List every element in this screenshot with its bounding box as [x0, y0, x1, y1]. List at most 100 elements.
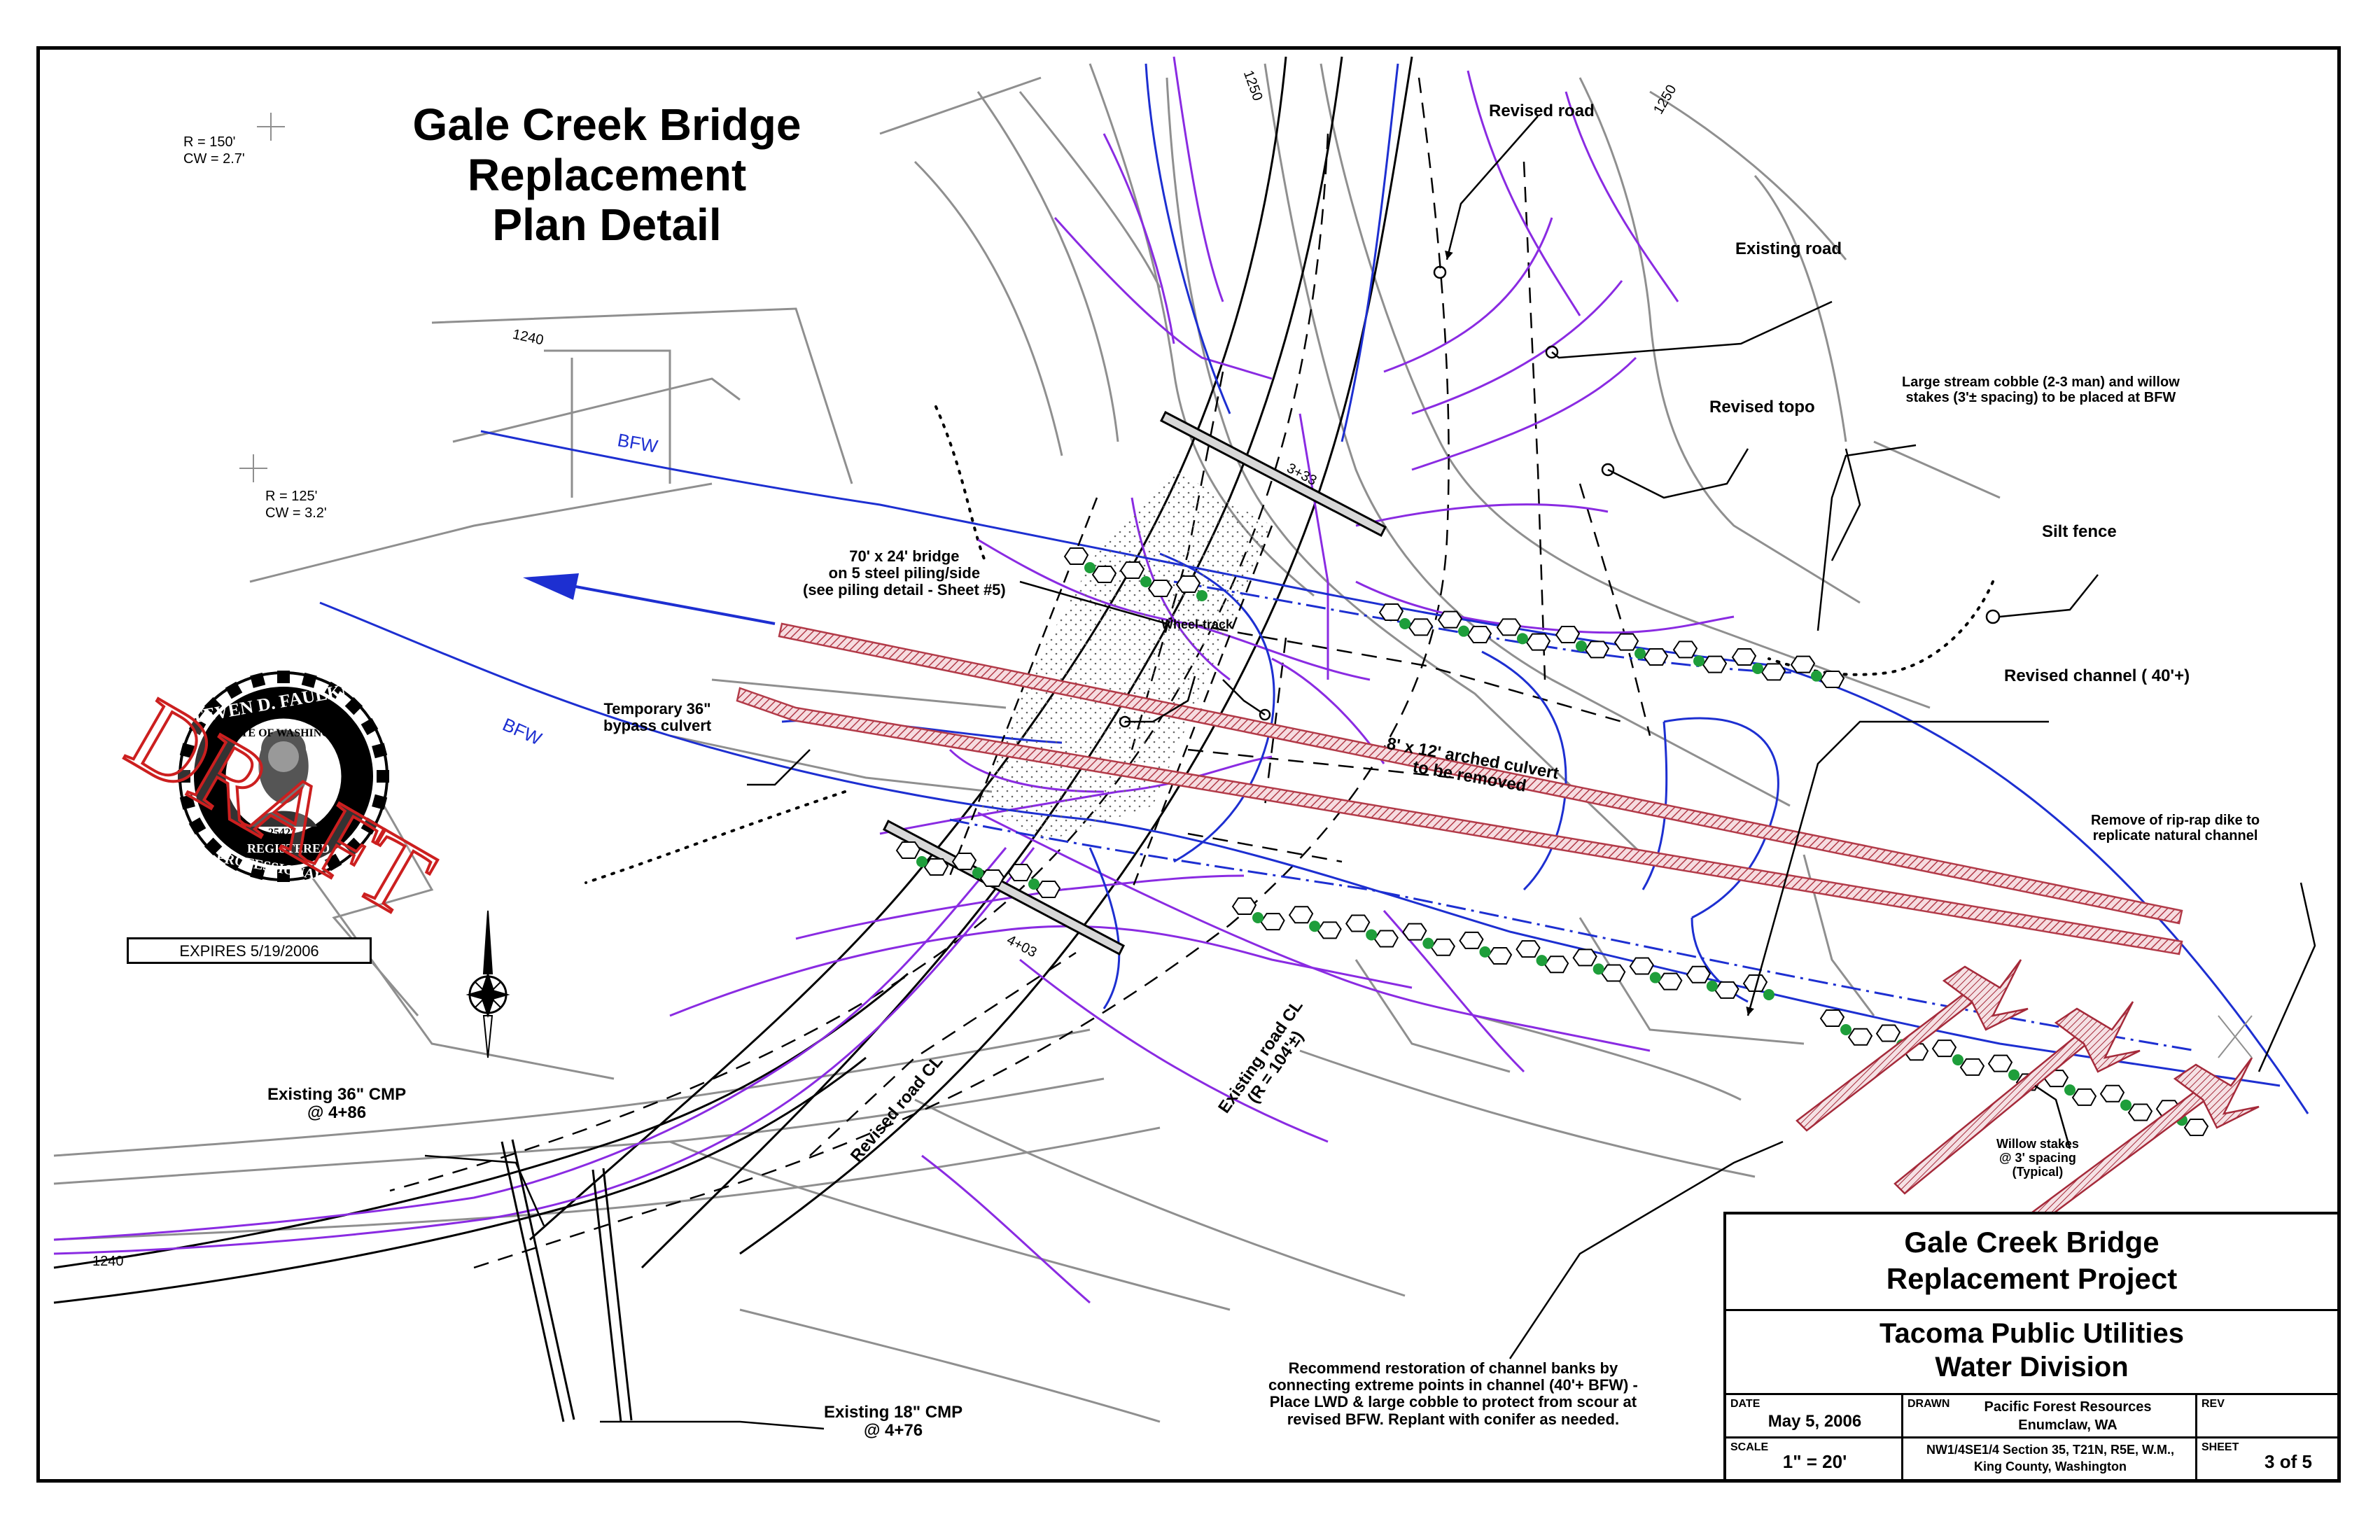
vegetation-dot	[1252, 912, 1264, 923]
cmp-36-note: Existing 36" CMP @ 4+86	[267, 1085, 407, 1123]
date-label: DATE	[1730, 1398, 1760, 1410]
revised-road-label: Revised road	[1489, 102, 1595, 120]
cobble-stone	[1987, 1054, 2013, 1072]
vegetation-dot	[1840, 1024, 1851, 1035]
client-line-2: Water Division	[1935, 1352, 2129, 1382]
riprap-note: Remove of rip-rap dike to replicate natu…	[2091, 813, 2260, 844]
bridge-note-line-1: 70' x 24' bridge	[849, 547, 960, 565]
cobble-stone	[1819, 1009, 1845, 1027]
cobble-stone	[1875, 1024, 1901, 1042]
scale-label: SCALE	[1730, 1441, 1769, 1453]
leader-lines	[424, 115, 2316, 1430]
vegetation-dot	[1140, 576, 1152, 587]
project-name-line-1: Gale Creek Bridge	[1904, 1226, 2160, 1259]
vegetation-dot	[2120, 1099, 2132, 1111]
location-cell: NW1/4SE1/4 Section 35, T21N, R5E, W.M., …	[1903, 1438, 2197, 1479]
vegetation-dot	[2064, 1084, 2076, 1096]
curve-data-lower: R = 125' CW = 3.2'	[265, 488, 327, 522]
restoration-line-4: revised BFW. Replant with conifer as nee…	[1287, 1410, 1620, 1428]
cobble-stone	[1572, 948, 1597, 967]
vegetation-dot	[1752, 663, 1763, 674]
seal-tooth	[372, 794, 388, 810]
restoration-line-1: Recommend restoration of channel banks b…	[1288, 1359, 1618, 1377]
cobble-stone	[1430, 938, 1456, 956]
vegetation-dot	[1309, 920, 1321, 932]
contour-label-1240-lower: 1240	[92, 1254, 124, 1269]
seal-tooth	[324, 853, 342, 872]
title-line-2: Plan Detail	[492, 200, 722, 251]
client-line-1: Tacoma Public Utilities	[1879, 1318, 2184, 1349]
riprap-note-line-2: replicate natural channel	[2092, 828, 2258, 844]
willow-line-1: Willow stakes	[1996, 1137, 2079, 1151]
cobble-stone	[2183, 1119, 2209, 1136]
seal-tooth	[188, 718, 206, 736]
silt-fence-label: Silt fence	[2042, 522, 2117, 541]
cmp-18-line-2: @ 4+76	[863, 1421, 923, 1441]
cobble-stone	[2099, 1084, 2125, 1102]
sheet-cell: SHEET 3 of 5	[2197, 1438, 2337, 1479]
vegetation-dot	[1517, 633, 1528, 645]
date-value: May 5, 2006	[1768, 1412, 1862, 1431]
cobble-stone	[1175, 575, 1201, 593]
cobble-stone	[1672, 640, 1698, 659]
vegetation-dot	[2008, 1069, 2019, 1081]
cobble-stone	[979, 869, 1005, 887]
cobble-stone	[1260, 913, 1285, 931]
seal-tooth	[324, 681, 342, 699]
bridge-note-line-2: on 5 steel piling/side	[828, 564, 981, 582]
cobble-stone	[1544, 955, 1569, 974]
title-block-project: Gale Creek Bridge Replacement Project	[1726, 1214, 2337, 1311]
willow-line-3: (Typical)	[2012, 1164, 2064, 1179]
cobble-stone	[1007, 864, 1033, 881]
seal-tooth	[188, 817, 206, 835]
vegetation-dot	[1399, 618, 1410, 629]
restoration-line-3: Place LWD & large cobble to protect from…	[1269, 1393, 1637, 1411]
wheel-track-label: Wheel-track	[1161, 617, 1233, 631]
drawn-label: DRAWN	[1907, 1398, 1950, 1410]
cobble-stone	[1119, 561, 1145, 579]
cmp-36-line-1: Existing 36" CMP	[267, 1085, 407, 1104]
cobble-stone	[1742, 974, 1768, 992]
cobble-stone	[1847, 1028, 1873, 1046]
cmp-18-note: Existing 18" CMP @ 4+76	[824, 1403, 963, 1441]
radius-lower: R = 125'	[265, 489, 318, 504]
vegetation-dot	[1693, 655, 1704, 667]
vegetation-dot	[972, 867, 983, 878]
curve-data-upper: R = 150' CW = 2.7'	[183, 134, 245, 167]
bridge-note: 70' x 24' bridge on 5 steel piling/side …	[803, 547, 1006, 599]
drawing-title: Gale Creek Bridge Replacement Plan Detai…	[320, 99, 894, 251]
scale-value: 1" = 20'	[1782, 1451, 1847, 1472]
seal-tooth	[179, 794, 195, 810]
cobble-stone	[1731, 648, 1757, 666]
vegetation-dot	[1634, 648, 1646, 659]
cobble-stone	[2127, 1103, 2153, 1121]
cobble-stone	[1373, 930, 1399, 948]
title-block: Gale Creek Bridge Replacement Project Ta…	[1723, 1212, 2337, 1479]
riprap-note-line-1: Remove of rip-rap dike to	[2091, 813, 2260, 828]
seal-tooth	[360, 817, 379, 835]
vegetation-dot	[1028, 878, 1040, 890]
cobble-stone	[1702, 655, 1728, 673]
cmp-36-line-2: @ 4+86	[307, 1103, 367, 1123]
vegetation-dot	[1952, 1054, 1963, 1066]
cobble-stone	[1437, 610, 1463, 629]
title-block-client: Tacoma Public Utilities Water Division	[1726, 1311, 2337, 1395]
cobble-note-line-2: stakes (3'± spacing) to be placed at BFW	[1905, 390, 2176, 405]
restoration-line-2: connecting extreme points in channel (40…	[1268, 1376, 1638, 1394]
cobble-stone	[1378, 603, 1404, 621]
temporary-culvert-line-1: Temporary 36"	[603, 700, 711, 718]
willow-line-2: @ 3' spacing	[1999, 1150, 2076, 1165]
cobble-stone	[1459, 931, 1484, 949]
seal-tooth	[250, 672, 266, 688]
vegetation-dot	[1706, 980, 1718, 992]
station-bars	[883, 410, 1387, 956]
sheet-label: SHEET	[2202, 1441, 2239, 1453]
cobble-stone	[1525, 633, 1551, 651]
cobble-stone	[1496, 618, 1522, 636]
date-cell: DATE May 5, 2006	[1726, 1395, 1903, 1438]
drawn-line-2: Enumclaw, WA	[2018, 1418, 2118, 1433]
seal-tooth	[250, 864, 266, 881]
survey-crosses	[239, 113, 2253, 1058]
cobble-stone	[1317, 921, 1342, 939]
cmp-18-line-1: Existing 18" CMP	[824, 1403, 963, 1422]
